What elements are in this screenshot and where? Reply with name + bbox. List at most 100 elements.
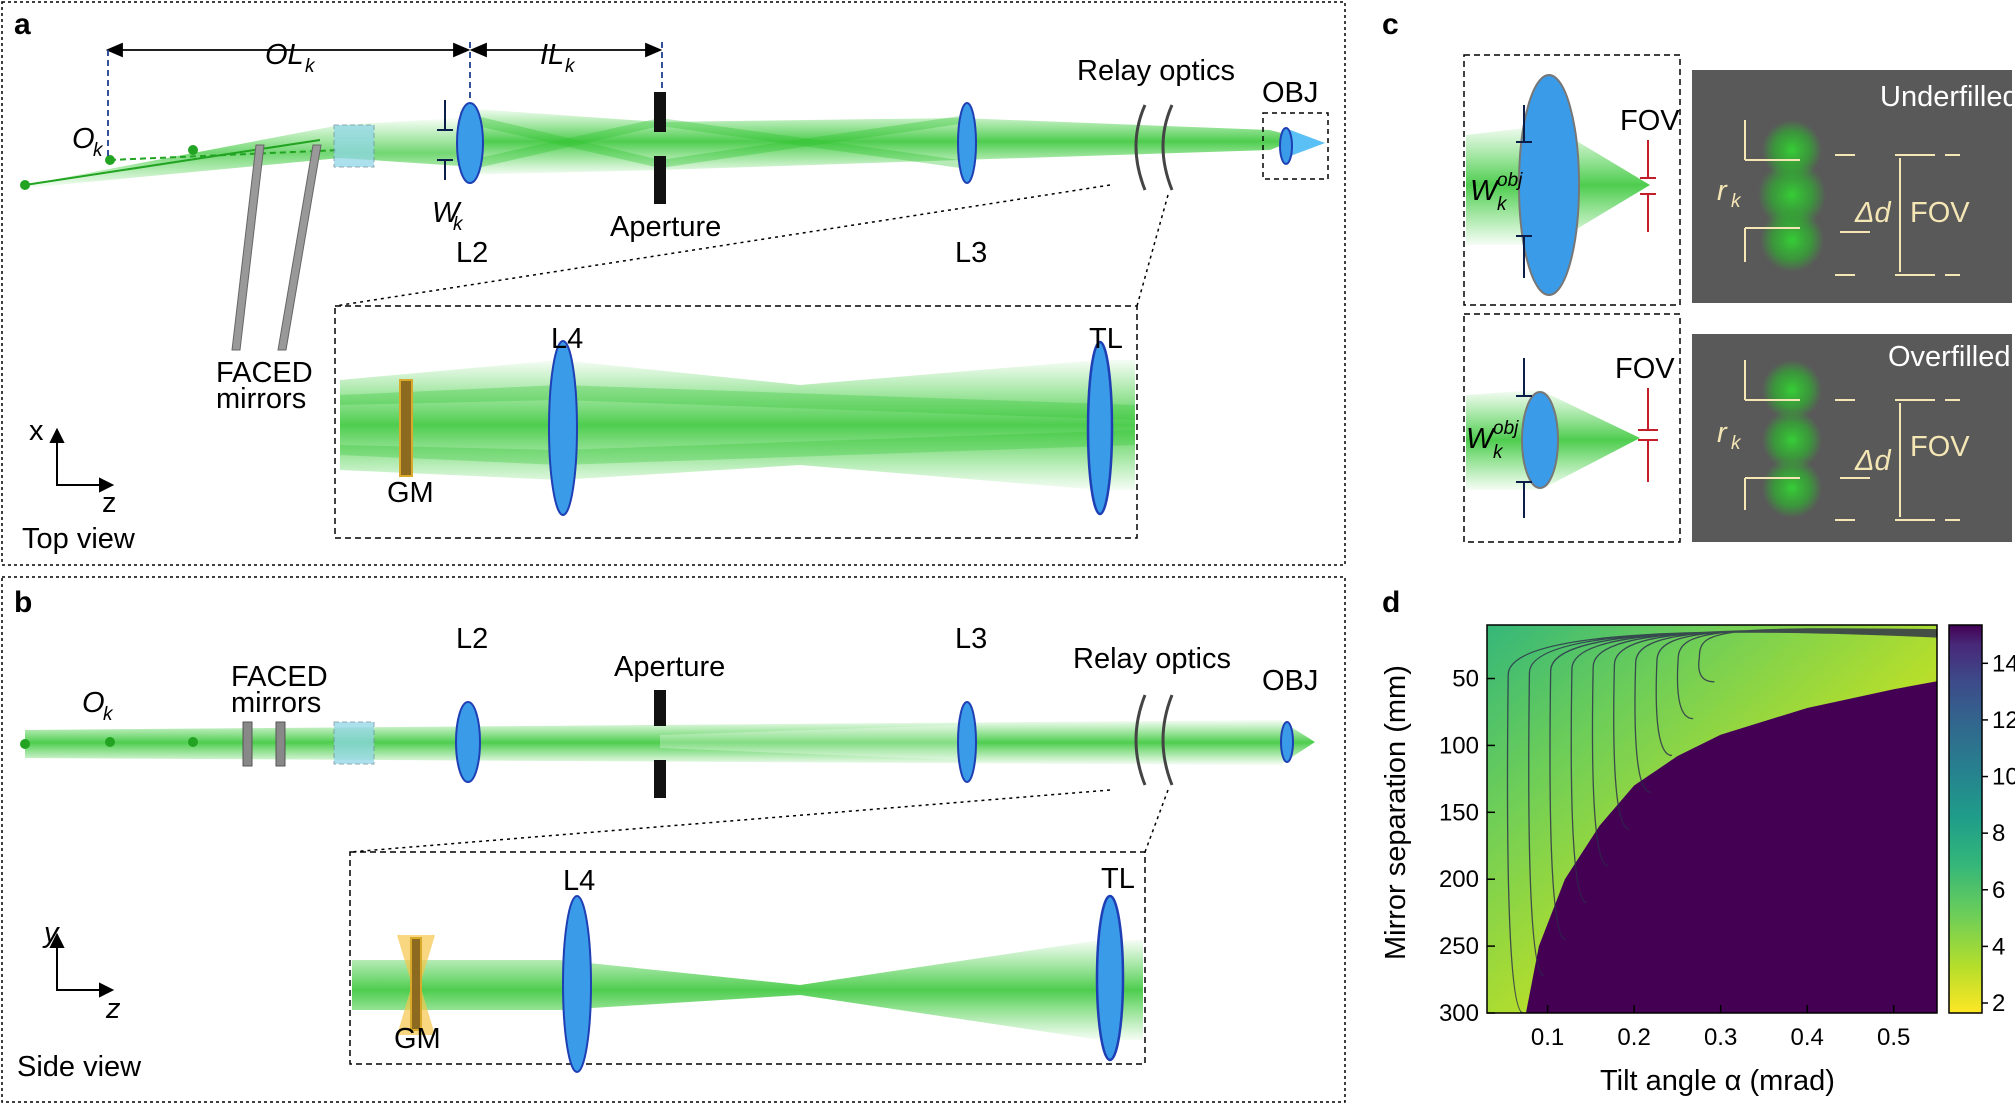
- c-upper-w-sup: obj: [1497, 170, 1523, 191]
- c-underfilled-dimensions: [1744, 120, 1960, 276]
- l2-label: L2: [456, 237, 488, 269]
- side-obj-label: OBJ: [1262, 665, 1318, 697]
- c-underfilled-dd: Δd: [1854, 197, 1891, 229]
- heatmap-ylabel: Mirror separation (mm): [1380, 665, 1412, 960]
- c-overfilled-r: r: [1717, 417, 1728, 449]
- x-tick-label: 0.5: [1877, 1024, 1910, 1051]
- panel-a-frame: [1, 1, 1346, 566]
- top-inset: L4 TL GM: [334, 305, 1138, 539]
- side-dot: [20, 739, 30, 749]
- heatmap-feasible-region: [1487, 625, 1937, 1013]
- side-l3-label: L3: [955, 623, 987, 655]
- ol-il-dimension: [105, 42, 663, 160]
- side-gm-label: GM: [394, 1023, 441, 1055]
- x-tick-label: 0.2: [1617, 1024, 1650, 1051]
- faced-mirror-1: [231, 144, 265, 351]
- panel-d-label: d: [1382, 586, 1400, 619]
- y-tick-label: 150: [1439, 799, 1479, 826]
- c-upper-wobj-marker: [1516, 105, 1532, 278]
- beam-dot: [188, 145, 198, 155]
- side-aperture-lower: [654, 760, 666, 798]
- lens-l4-top: [548, 340, 578, 516]
- colorbar-tick-label: 2: [1992, 990, 2005, 1017]
- c-lower-w: W: [1466, 423, 1496, 455]
- side-aperture-upper: [654, 690, 666, 726]
- c-lower-fov: FOV: [1615, 353, 1675, 385]
- cube-element: [333, 124, 375, 168]
- side-ok-label: O: [82, 687, 105, 719]
- x-tick-label: 0.3: [1704, 1024, 1737, 1051]
- wk-marker: [437, 100, 453, 180]
- wk-label: W: [432, 197, 462, 229]
- side-tl-label: TL: [1101, 863, 1135, 895]
- colorbar: [1948, 624, 1983, 1014]
- side-axis-z-label: z: [105, 993, 121, 1025]
- axis-x-label: x: [29, 415, 44, 447]
- c-overfilled-fov: FOV: [1910, 431, 1970, 463]
- c-underfilled-r: r: [1717, 175, 1728, 207]
- c-underfilled-r-sub: k: [1731, 191, 1742, 212]
- colorbar-tick-label: 10: [1992, 764, 2015, 791]
- faced-mirror-2: [277, 144, 322, 351]
- il-label: IL: [540, 39, 564, 71]
- c-underfilled-label: Underfilled: [1880, 81, 2015, 113]
- y-tick-label: 200: [1439, 866, 1479, 893]
- colorbar-tick-label: 8: [1992, 820, 2005, 847]
- panel-c: c W obj k FOV Underfilled: [1382, 8, 2015, 543]
- c-lower-w-sub: k: [1493, 442, 1504, 463]
- side-lens-l3: [957, 701, 977, 783]
- l4-label: L4: [551, 323, 583, 355]
- c-spot: [1762, 410, 1822, 470]
- axis-z-label: z: [102, 487, 117, 519]
- wk-sub: k: [453, 214, 464, 235]
- il-sub: k: [565, 56, 576, 77]
- side-dot: [188, 737, 198, 747]
- x-tick-label: 0.4: [1791, 1024, 1824, 1051]
- ol-label: OL: [265, 39, 304, 71]
- x-tick-label: 0.1: [1531, 1024, 1564, 1051]
- c-spot: [1758, 161, 1826, 229]
- heatmap-plot: [1487, 625, 1937, 1013]
- aperture-upper: [654, 92, 666, 132]
- y-tick-label: 50: [1452, 666, 1479, 693]
- c-lower-fov-marker: [1638, 388, 1658, 482]
- panel-a: a OL k IL k O: [1, 1, 1346, 566]
- side-lens-l2: [455, 701, 481, 783]
- c-overfilled-dd: Δd: [1854, 445, 1891, 477]
- side-faced-label: FACED: [231, 661, 328, 693]
- tl-label: TL: [1089, 323, 1123, 355]
- c-overfilled-r-sub: k: [1731, 433, 1742, 454]
- side-faced-mirror-1: [242, 721, 253, 767]
- panel-b-frame: [1, 576, 1346, 1103]
- c-lower-lens: [1521, 391, 1559, 489]
- relay-break-symbol: [1134, 104, 1174, 191]
- side-mirrors-label: mirrors: [231, 687, 321, 719]
- aperture-lower: [654, 156, 666, 204]
- c-spot: [1762, 458, 1822, 518]
- ok-label: O: [72, 123, 95, 155]
- heatmap-xlabel: Tilt angle α (mrad): [1600, 1065, 1835, 1097]
- c-lower-wobj-marker: [1516, 358, 1532, 518]
- lens-l3: [957, 102, 977, 184]
- gm-label: GM: [387, 477, 434, 509]
- obj-label: OBJ: [1262, 77, 1318, 109]
- panel-b: b O k FACED mirrors L2 Aperture L3 Relay…: [1, 576, 1346, 1103]
- side-l4-label: L4: [563, 865, 595, 897]
- side-l2-label: L2: [456, 623, 488, 655]
- c-lower-w-sup: obj: [1493, 418, 1519, 439]
- c-upper-fov: FOV: [1620, 105, 1680, 137]
- c-underfilled-fov: FOV: [1910, 197, 1970, 229]
- lens-l4-side: [562, 895, 592, 1073]
- heatmap-contours: [1506, 628, 1937, 1013]
- y-tick-label: 300: [1439, 1000, 1479, 1027]
- panel-c-label: c: [1382, 8, 1399, 41]
- side-cube: [333, 721, 375, 765]
- side-inset: L4 TL GM: [349, 851, 1146, 1073]
- colorbar-tick-label: 6: [1992, 877, 2005, 904]
- panel-b-label: b: [14, 586, 32, 619]
- lens-tl-side: [1095, 894, 1125, 1062]
